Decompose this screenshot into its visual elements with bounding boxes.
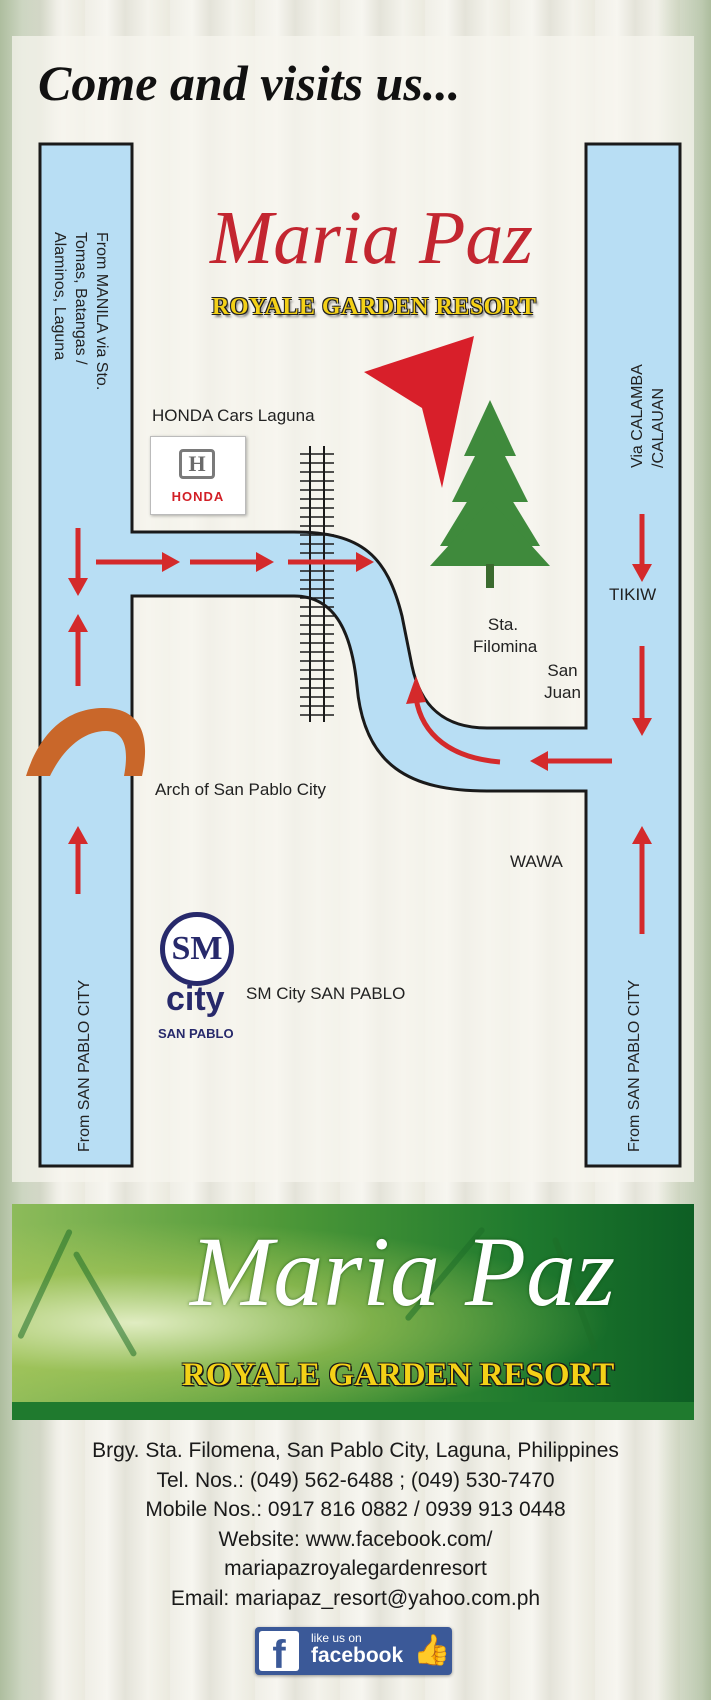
direction-arrow-head <box>356 552 374 572</box>
label-wawa: WAWA <box>510 852 563 871</box>
label-tikiw: TIKIW <box>609 585 657 604</box>
arch-icon <box>26 708 146 776</box>
label-from-manila: From MANILA via Sto. Tomas, Batangas / A… <box>51 232 110 391</box>
contact-website[interactable]: Website: www.facebook.com/ <box>218 1527 493 1551</box>
label-from-san-pablo-right: From SAN PABLO CITY <box>626 979 643 1152</box>
label-from-san-pablo-left: From SAN PABLO CITY <box>76 979 93 1152</box>
route-map <box>26 142 682 1168</box>
page-title: Come and visits us... <box>38 55 461 111</box>
resort-banner <box>12 1204 694 1420</box>
brand-logo-name: Maria Paz <box>210 196 533 280</box>
direction-arrow-head <box>162 552 180 572</box>
facebook-name-text: facebook <box>311 1644 404 1667</box>
contact-mobile: Mobile Nos.: 0917 816 0882 / 0939 913 04… <box>145 1498 566 1521</box>
contact-info: Brgy. Sta. Filomena, San Pablo City, Lag… <box>0 1436 711 1613</box>
sm-city-place: SAN PABLO <box>158 1026 234 1041</box>
contact-email[interactable]: Email: mariapaz_resort@yahoo.com.ph <box>170 1586 541 1610</box>
sm-city-word: city <box>166 980 225 1018</box>
tree-icon <box>430 400 550 588</box>
honda-mark-icon: H <box>179 449 215 479</box>
contact-tel: Tel. Nos.: (049) 562-6488 ; (049) 530-74… <box>156 1468 555 1492</box>
label-sta-filomina: Sta. Filomina <box>473 615 538 656</box>
label-sm-city: SM City SAN PABLO <box>246 984 406 1003</box>
sm-mark-icon: SM <box>160 912 234 986</box>
direction-arrows <box>68 514 652 934</box>
label-san-juan: San Juan <box>544 661 581 702</box>
direction-arrow-head <box>632 718 652 736</box>
facebook-like-button[interactable]: f like us on facebook 👍 <box>255 1627 452 1675</box>
curved-arrow <box>413 697 501 765</box>
direction-arrow-head <box>68 578 88 596</box>
direction-arrow-head <box>530 751 548 771</box>
thumbs-up-icon: 👍 <box>413 1634 451 1667</box>
honda-wordmark: HONDA <box>171 489 225 504</box>
contact-website-path[interactable]: mariapazroyalegardenresort <box>224 1557 487 1580</box>
label-arch: Arch of San Pablo City <box>155 780 327 799</box>
direction-arrow-head <box>632 826 652 844</box>
roads <box>38 142 682 1168</box>
label-via-calamba: Via CALAMBA /CALAUAN <box>629 365 667 468</box>
direction-arrow-head <box>68 826 88 844</box>
curved-arrow-head <box>406 676 426 704</box>
direction-arrow-head <box>68 614 88 632</box>
contact-address: Brgy. Sta. Filomena, San Pablo City, Lag… <box>92 1439 619 1462</box>
direction-arrow-head <box>256 552 274 572</box>
facebook-like-text: like us on <box>311 1631 362 1645</box>
railway <box>300 446 334 722</box>
brand-logo-subtitle: ROYALE GARDEN RESORT <box>212 294 537 320</box>
label-honda-cars: HONDA Cars Laguna <box>152 406 315 425</box>
direction-arrow-head <box>632 564 652 582</box>
location-pin-icon <box>364 336 474 488</box>
banner-brand-name: Maria Paz <box>190 1216 615 1327</box>
left-road <box>38 142 682 1168</box>
banner-subtitle: ROYALE GARDEN RESORT <box>182 1357 615 1393</box>
facebook-f-icon: f <box>259 1631 299 1671</box>
sm-city-logo: SM city SAN PABLO <box>158 912 242 1052</box>
honda-logo: H HONDA <box>150 436 246 515</box>
